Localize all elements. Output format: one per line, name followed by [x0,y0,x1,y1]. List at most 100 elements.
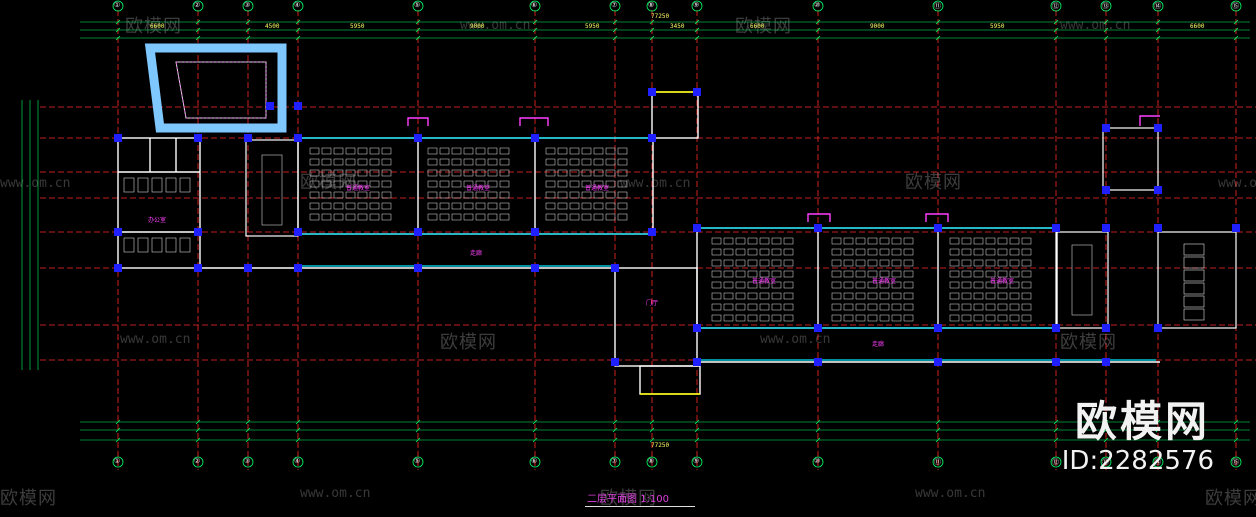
desk [451,147,462,155]
title-underline [585,506,695,507]
desk [1021,248,1032,256]
dim-tick [115,27,121,33]
desk [831,303,842,311]
desk [723,292,734,300]
classroom-label-6: 普通教室 [990,277,1014,285]
desk [961,270,972,278]
desk [605,169,616,177]
axis-label-top: ⑬ [1102,2,1109,10]
desk [605,202,616,210]
desk [1021,259,1032,267]
dim-tick [649,27,655,33]
desk [831,314,842,322]
desk [997,314,1008,322]
dim-tick [295,427,301,433]
axis-bubble-top [1152,0,1164,12]
span-dimension: 6600 [150,23,165,30]
desk [783,303,794,311]
span-dimension: 6600 [1190,23,1205,30]
desk [357,213,368,221]
desk [711,292,722,300]
dim-tick [415,437,421,443]
brand-logo-text: 欧模网 [1074,397,1210,446]
desk [735,270,746,278]
desk [345,180,356,188]
desk [451,180,462,188]
desk [891,270,902,278]
column [1102,324,1110,332]
toilet-stall [1183,282,1205,295]
dim-tick [1103,427,1109,433]
dimension-ticks [115,19,1239,443]
column [814,324,822,332]
desk [487,202,498,210]
dim-tick [415,427,421,433]
axis-bubble-top [1100,0,1112,12]
desk [569,169,580,177]
desk [903,270,914,278]
column [114,228,122,236]
axis-bubble-bottom [242,456,254,468]
dim-tick [815,27,821,33]
desk [949,237,960,245]
desk [973,281,984,289]
desk [735,314,746,322]
watermark-text: 欧模网 [125,16,182,37]
watermark-text: 欧模网 [600,488,657,509]
dim-tick [612,19,618,25]
desk [557,191,568,199]
desk [499,202,510,210]
desk [843,303,854,311]
desk [879,248,890,256]
desk [759,292,770,300]
window-strips-left [300,137,650,267]
office-desk [123,177,135,193]
desk [593,213,604,221]
column [114,134,122,142]
axis-bubbles [112,0,1242,468]
desk [1009,314,1020,322]
office-desk [165,237,177,253]
column [531,228,539,236]
desk [997,270,1008,278]
desk [783,237,794,245]
desk [475,191,486,199]
column [814,224,822,232]
column [934,224,942,232]
axis-bubble-top [1230,0,1242,12]
desk [771,248,782,256]
desk [949,303,960,311]
desk [759,259,770,267]
desk [557,147,568,155]
axis-bubble-top [412,0,424,12]
axis-label-top: ⑩ [814,1,821,9]
desk [427,158,438,166]
axis-bubble-bottom [529,456,541,468]
column [414,228,422,236]
desk [973,259,984,267]
dim-tick [694,27,700,33]
desk [1009,237,1020,245]
dim-tick [1103,419,1109,425]
desk [439,202,450,210]
column [244,134,252,142]
axis-bubble-top [932,0,944,12]
dim-tick [649,437,655,443]
dim-tick [612,419,618,425]
desk [593,180,604,188]
axis-label-bottom: ③ [244,457,251,465]
desk [1021,281,1032,289]
desk [333,213,344,221]
desk [605,147,616,155]
desk [903,314,914,322]
span-dimension: 3450 [670,23,685,30]
dim-tick [1053,19,1059,25]
axis-label-top: ⑨ [693,1,700,9]
desk [439,158,450,166]
toilet-stall [1183,295,1205,308]
toilet-stall [1183,243,1205,256]
desk [463,202,474,210]
desk [771,314,782,322]
desk [345,202,356,210]
axis-label-bottom: ② [194,457,201,465]
